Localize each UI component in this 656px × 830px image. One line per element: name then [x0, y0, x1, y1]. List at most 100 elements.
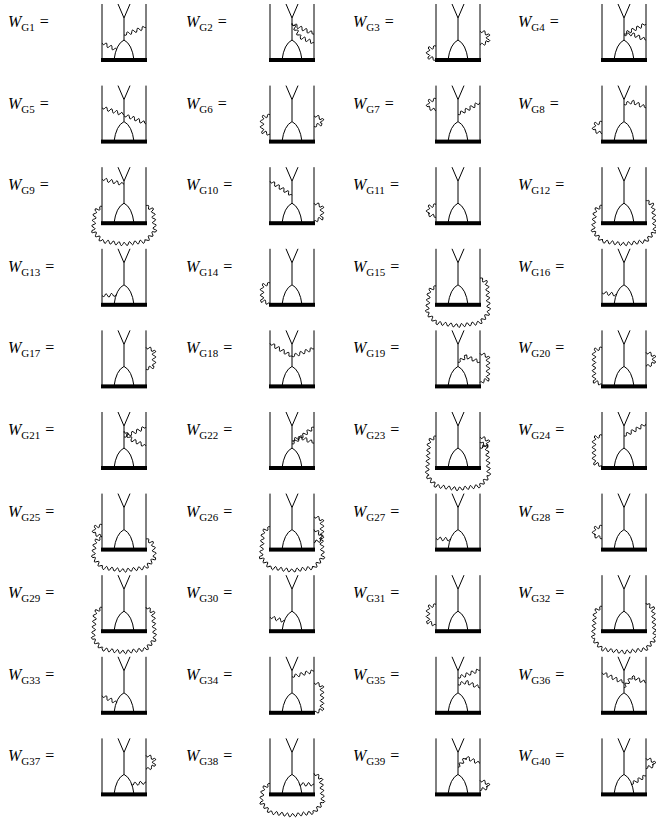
heavy-quark-line: [435, 629, 481, 633]
gluon-line: [592, 435, 602, 467]
equals-sign: =: [45, 421, 54, 438]
quark-line: [282, 285, 302, 305]
quark-line: [614, 366, 634, 386]
quark-line: [602, 738, 603, 794]
quark-line: [458, 508, 459, 530]
quark-line: [646, 494, 647, 550]
gluon-line: [124, 115, 146, 124]
quark-line: [102, 494, 103, 550]
gluon-line: [631, 775, 646, 784]
subscript-index: G16: [531, 266, 550, 278]
feynman-diagram: [101, 412, 147, 470]
quark-line: [146, 738, 147, 794]
heavy-quark-line: [601, 384, 647, 388]
diagram-label: WG33=: [8, 665, 54, 686]
quark-line: [624, 18, 625, 40]
gluon-line: [458, 669, 480, 678]
diagram-label: WG9=: [8, 175, 49, 196]
quark-line: [646, 657, 647, 713]
quark-line: [436, 738, 437, 794]
feynman-diagram: [91, 494, 156, 573]
quark-line: [282, 122, 302, 142]
feynman-diagram: [260, 86, 323, 144]
diagram-label: WG32=: [518, 583, 564, 604]
W-symbol: W: [518, 13, 531, 30]
quark-line: [114, 448, 134, 468]
feynman-diagram: [426, 167, 481, 225]
diagram-label: WG35=: [353, 665, 399, 686]
W-symbol: W: [518, 339, 531, 356]
quark-line: [286, 249, 298, 263]
gluon-line: [102, 696, 117, 703]
quark-line: [452, 412, 464, 426]
gluon-line: [480, 353, 490, 383]
equals-sign: =: [555, 747, 564, 764]
equals-sign: =: [390, 176, 399, 193]
equals-sign: =: [223, 421, 232, 438]
diagram-label: WG36=: [518, 665, 564, 686]
quark-line: [480, 738, 481, 794]
W-symbol: W: [353, 95, 366, 112]
heavy-quark-line: [435, 711, 481, 715]
subscript-index: G24: [531, 429, 550, 441]
W-symbol: W: [518, 584, 531, 601]
gluon-line: [102, 43, 117, 50]
quark-line: [146, 330, 147, 386]
equals-sign: =: [550, 95, 559, 112]
quark-line: [270, 412, 271, 468]
quark-line: [102, 575, 103, 631]
diagram-label: WG7=: [353, 94, 394, 115]
quark-line: [614, 448, 634, 468]
feynman-diagram: [101, 86, 147, 144]
quark-line: [646, 167, 647, 223]
gluon-line: [624, 100, 646, 107]
heavy-quark-line: [435, 548, 481, 552]
gluon-line: [260, 283, 270, 305]
quark-line: [624, 426, 625, 448]
quark-line: [618, 412, 630, 426]
quark-line: [458, 671, 459, 693]
heavy-quark-line: [601, 792, 647, 796]
heavy-quark-line: [101, 384, 147, 388]
quark-line: [114, 122, 134, 142]
heavy-quark-line: [269, 466, 315, 470]
quark-line: [102, 412, 103, 468]
feynman-diagram: [260, 249, 315, 307]
gluon-line: [592, 121, 602, 133]
quark-line: [646, 330, 647, 386]
equals-sign: =: [390, 584, 399, 601]
feynman-diagram: [259, 494, 324, 572]
diagram-label: WG6=: [186, 94, 227, 115]
quark-line: [618, 575, 630, 589]
quark-line: [618, 167, 630, 181]
quark-line: [458, 18, 459, 40]
quark-line: [118, 330, 130, 344]
W-symbol: W: [353, 747, 366, 764]
quark-line: [118, 657, 130, 671]
feynman-diagram: [101, 330, 156, 388]
quark-line: [614, 122, 634, 142]
heavy-quark-line: [269, 711, 315, 715]
diagram-label: WG22=: [186, 420, 232, 441]
quark-line: [458, 100, 459, 122]
diagram-label: WG21=: [8, 420, 54, 441]
equals-sign: =: [550, 13, 559, 30]
heavy-quark-line: [435, 58, 481, 62]
equals-sign: =: [45, 584, 54, 601]
quark-line: [146, 494, 147, 550]
quark-line: [448, 122, 468, 142]
quark-line: [618, 738, 630, 752]
diagram-label: WG4=: [518, 12, 559, 33]
W-symbol: W: [8, 95, 21, 112]
subscript-index: G40: [531, 755, 550, 767]
quark-line: [292, 752, 293, 774]
quark-line: [480, 167, 481, 223]
subscript-index: G20: [531, 347, 550, 359]
quark-line: [286, 657, 298, 671]
W-symbol: W: [353, 584, 366, 601]
diagram-label: WG3=: [353, 12, 394, 33]
feynman-diagram: [92, 167, 157, 245]
diagram-label: WG16=: [518, 257, 564, 278]
quark-line: [118, 4, 130, 18]
gluon-line: [592, 347, 602, 385]
